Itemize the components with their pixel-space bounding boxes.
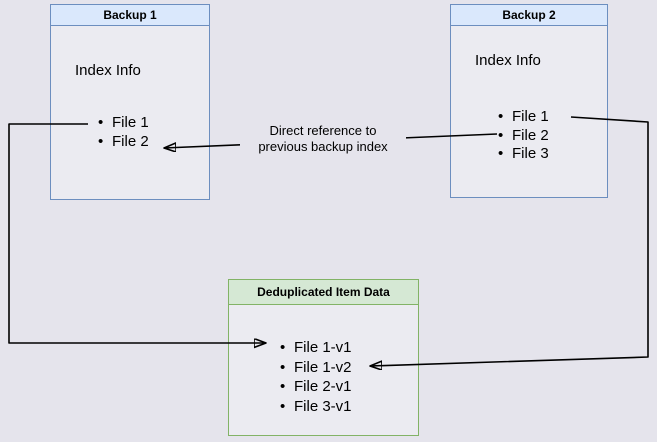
backup1-title: Backup 1: [51, 5, 209, 26]
backup2-file-list: • File 1 • File 2 • File 3: [498, 108, 549, 164]
bullet-icon: •: [498, 126, 504, 144]
edge-label-line1: Direct reference to: [269, 123, 377, 138]
dedup-node[interactable]: Deduplicated Item Data • File 1-v1 • Fil…: [228, 279, 419, 436]
dedup-title: Deduplicated Item Data: [229, 280, 418, 305]
bullet-icon: •: [280, 378, 286, 395]
file-label: File 2: [112, 133, 149, 150]
file-item: • File 1-v1: [280, 338, 352, 358]
bullet-icon: •: [98, 114, 104, 131]
file-item: • File 1: [498, 108, 549, 127]
file-item: • File 1-v2: [280, 358, 352, 378]
file-label: File 1: [112, 114, 149, 131]
bullet-icon: •: [498, 145, 504, 162]
file-label: File 1-v2: [294, 358, 352, 376]
bullet-icon: •: [498, 108, 504, 125]
file-label: File 3: [512, 145, 549, 162]
backup1-node[interactable]: Backup 1 Index Info • File 1 • File 2: [50, 4, 210, 200]
dedup-item-list: • File 1-v1 • File 1-v2 • File 2-v1 • Fi…: [280, 338, 352, 416]
edge-label-line2: previous backup index: [258, 138, 388, 154]
file-label: File 3-v1: [294, 397, 352, 415]
bullet-icon: •: [280, 358, 286, 376]
file-item: • File 3: [498, 145, 549, 164]
bullet-icon: •: [98, 133, 104, 150]
backup1-file-list: • File 1 • File 2: [98, 113, 149, 151]
bullet-icon: •: [280, 397, 286, 415]
file-item: • File 2: [498, 127, 549, 146]
bullet-icon: •: [280, 339, 286, 356]
file-item: • File 2-v1: [280, 377, 352, 397]
file-label: File 2: [512, 126, 549, 144]
backup2-title: Backup 2: [451, 5, 607, 26]
backup2-index-info-label: Index Info: [475, 52, 541, 69]
file-item: • File 3-v1: [280, 397, 352, 417]
file-label: File 2-v1: [294, 378, 352, 395]
backup1-index-info-label: Index Info: [75, 62, 141, 79]
direct-reference-edge-label[interactable]: Direct reference to previous backup inde…: [240, 123, 406, 154]
file-item: • File 2: [98, 132, 149, 151]
file-label: File 1-v1: [294, 339, 352, 356]
file-item: • File 1: [98, 113, 149, 132]
file-label: File 1: [512, 108, 549, 125]
backup2-node[interactable]: Backup 2 Index Info • File 1 • File 2 • …: [450, 4, 608, 198]
